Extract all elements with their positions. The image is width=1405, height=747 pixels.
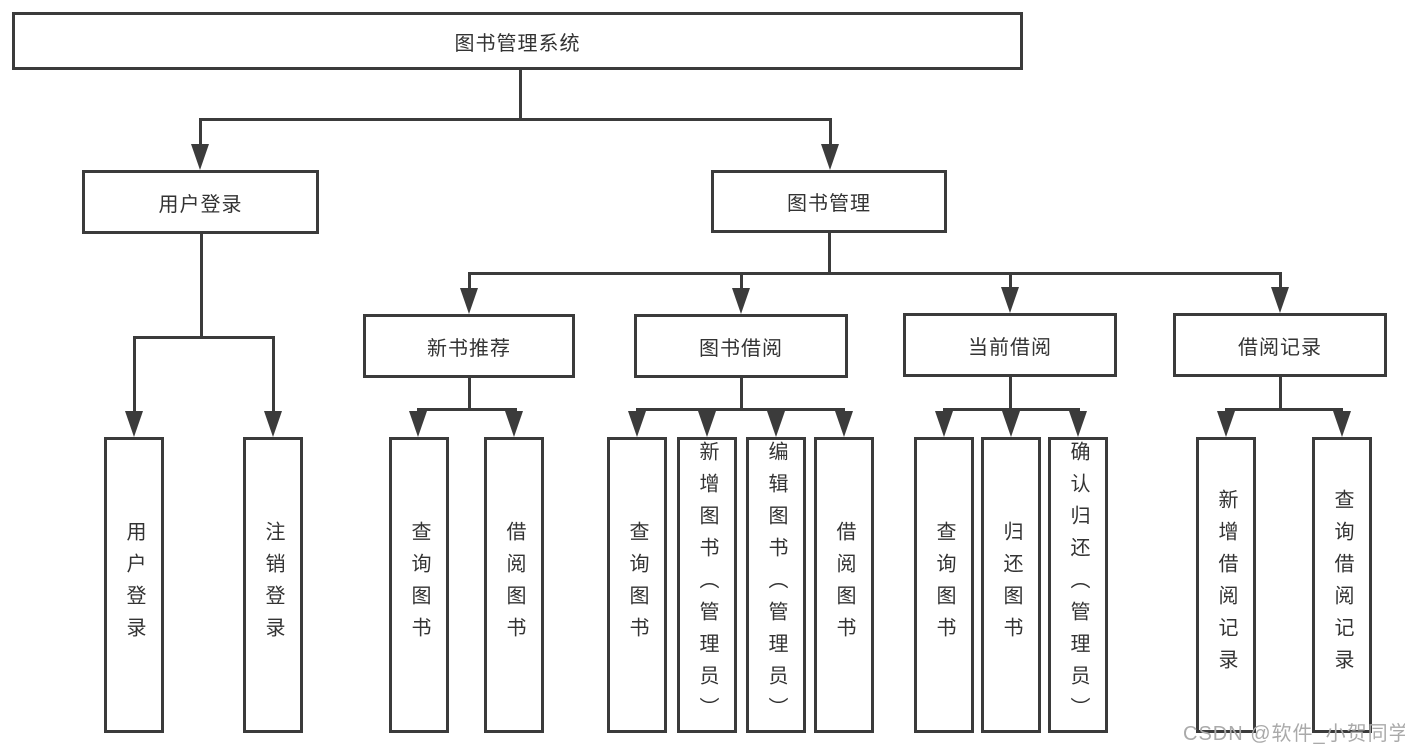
- arrowhead-down-icon: [191, 144, 209, 170]
- connector-line: [199, 118, 831, 121]
- node-user-login: 用户登录: [82, 170, 319, 234]
- node-label: 编辑图书（管理员）: [765, 441, 787, 729]
- connector-line: [468, 272, 1282, 275]
- leaf-edit-books-admin: 编辑图书（管理员）: [746, 437, 806, 733]
- arrowhead-down-icon: [821, 144, 839, 170]
- node-borrowing-records: 借阅记录: [1173, 313, 1387, 377]
- node-book-management: 图书管理: [711, 170, 947, 233]
- connector-line: [468, 272, 471, 289]
- node-label: 新增借阅记录: [1215, 489, 1237, 681]
- connector-line: [828, 233, 831, 272]
- connector-line: [829, 118, 832, 146]
- arrowhead-down-icon: [409, 411, 427, 437]
- arrowhead-down-icon: [1217, 411, 1235, 437]
- arrowhead-down-icon: [935, 411, 953, 437]
- leaf-borrow-books-recommend: 借阅图书: [484, 437, 544, 733]
- arrowhead-down-icon: [1001, 287, 1019, 313]
- node-label: 图书管理: [787, 193, 871, 215]
- connector-line: [740, 272, 743, 289]
- leaf-user-login: 用户登录: [104, 437, 164, 733]
- connector-line: [1225, 408, 1343, 411]
- node-label: 查询图书: [408, 521, 430, 649]
- leaf-add-books-admin: 新增图书（管理员）: [677, 437, 737, 733]
- arrowhead-down-icon: [125, 411, 143, 437]
- arrowhead-down-icon: [505, 411, 523, 437]
- connector-line: [636, 408, 845, 411]
- arrowhead-down-icon: [835, 411, 853, 437]
- node-label: 查询图书: [933, 521, 955, 649]
- connector-line: [1009, 377, 1012, 408]
- leaf-logout-login: 注销登录: [243, 437, 303, 733]
- leaf-add-borrow-record: 新增借阅记录: [1196, 437, 1256, 733]
- node-new-book-recommendation: 新书推荐: [363, 314, 575, 378]
- connector-line: [1279, 272, 1282, 289]
- arrowhead-down-icon: [1069, 411, 1087, 437]
- node-label: 注销登录: [262, 521, 284, 649]
- arrowhead-down-icon: [628, 411, 646, 437]
- node-label: 查询图书: [626, 521, 648, 649]
- leaf-query-books-current: 查询图书: [914, 437, 974, 733]
- node-label: 新增图书（管理员）: [696, 441, 718, 729]
- connector-line: [133, 336, 136, 412]
- connector-line: [200, 234, 203, 336]
- connector-line: [1009, 272, 1012, 289]
- node-label: 借阅记录: [1238, 336, 1322, 359]
- leaf-confirm-return-admin: 确认归还（管理员）: [1048, 437, 1108, 733]
- node-label: 借阅图书: [503, 521, 525, 649]
- connector-line: [133, 336, 275, 339]
- node-label: 图书借阅: [699, 337, 783, 360]
- leaf-borrow-books: 借阅图书: [814, 437, 874, 733]
- node-label: 查询借阅记录: [1331, 489, 1353, 681]
- node-label: 归还图书: [1000, 521, 1022, 649]
- node-label: 新书推荐: [427, 337, 511, 360]
- node-current-borrowing: 当前借阅: [903, 313, 1117, 377]
- connector-line: [1279, 377, 1282, 408]
- leaf-query-borrow-record: 查询借阅记录: [1312, 437, 1372, 733]
- arrowhead-down-icon: [1333, 411, 1351, 437]
- csdn-watermark: CSDN @软件_小贺同学: [1183, 723, 1405, 745]
- node-library-management-system: 图书管理系统: [12, 12, 1023, 70]
- leaf-return-books: 归还图书: [981, 437, 1041, 733]
- node-label: 用户登录: [158, 193, 243, 216]
- arrowhead-down-icon: [698, 411, 716, 437]
- node-label: 借阅图书: [833, 521, 855, 649]
- connector-line: [519, 70, 522, 118]
- arrowhead-down-icon: [264, 411, 282, 437]
- node-book-borrowing: 图书借阅: [634, 314, 848, 378]
- connector-line: [943, 408, 1080, 411]
- connector-line: [740, 378, 743, 408]
- node-label: 图书管理系统: [454, 32, 581, 55]
- connector-line: [199, 118, 202, 146]
- arrowhead-down-icon: [767, 411, 785, 437]
- arrowhead-down-icon: [460, 288, 478, 314]
- connector-line: [272, 336, 275, 412]
- arrowhead-down-icon: [1271, 287, 1289, 313]
- connector-line: [468, 378, 471, 408]
- connector-line: [417, 408, 517, 411]
- node-label: 用户登录: [123, 521, 145, 649]
- node-label: 当前借阅: [968, 336, 1052, 359]
- leaf-query-books-borrow: 查询图书: [607, 437, 667, 733]
- arrowhead-down-icon: [732, 288, 750, 314]
- leaf-query-books-recommend: 查询图书: [389, 437, 449, 733]
- node-label: 确认归还（管理员）: [1067, 441, 1089, 729]
- arrowhead-down-icon: [1002, 411, 1020, 437]
